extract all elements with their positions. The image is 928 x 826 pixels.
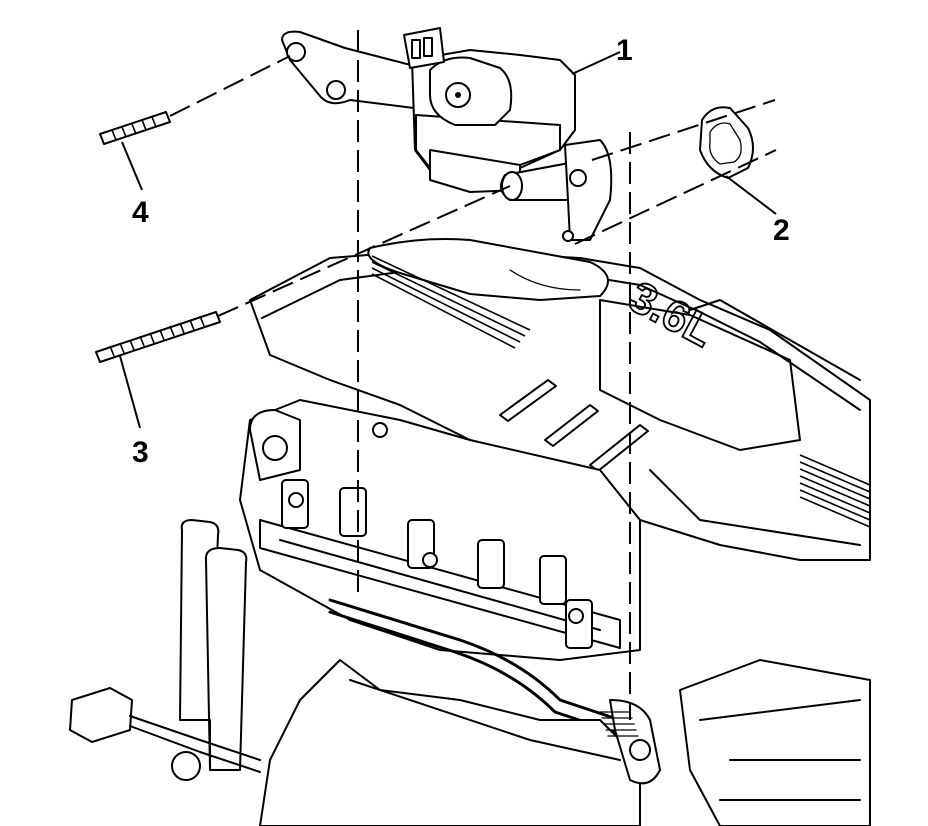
coolant-pipes	[179, 519, 248, 771]
stud-long	[95, 311, 221, 363]
callout-leaders	[119, 51, 777, 429]
intake-manifold	[239, 399, 871, 826]
callout-4: 4	[132, 196, 149, 229]
alignment-lines	[169, 30, 777, 720]
callout-2: 2	[773, 214, 790, 247]
hose-clamp	[599, 711, 639, 737]
throttle-body-gasket	[699, 106, 754, 179]
stud-short	[99, 111, 171, 145]
callout-3: 3	[132, 436, 149, 469]
wiring-harness-connector	[69, 687, 261, 781]
throttle-body-assembly	[281, 27, 613, 242]
callout-1: 1	[616, 34, 633, 67]
